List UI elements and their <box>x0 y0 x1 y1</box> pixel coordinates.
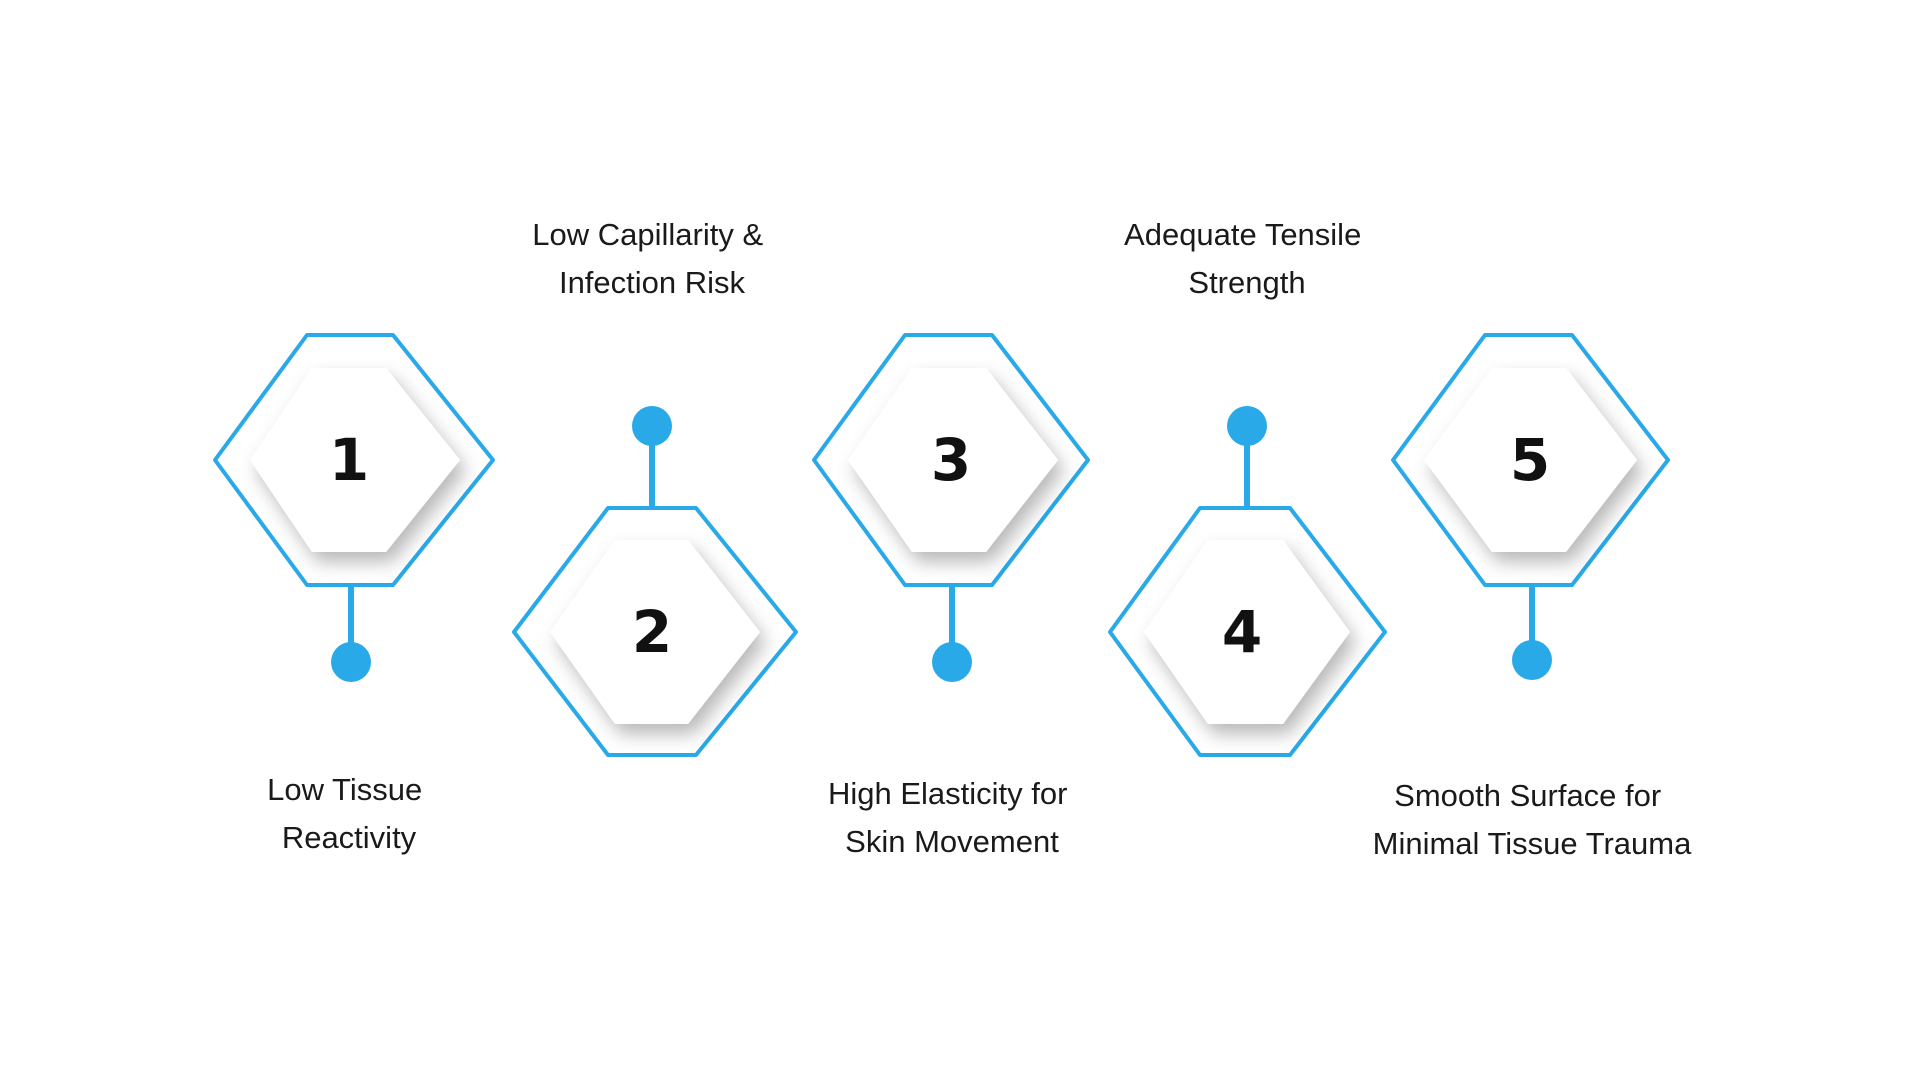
step-1-label-line-1: Low Tissue <box>267 772 422 807</box>
step-4-label: Adequate Tensile Strength <box>1124 217 1370 300</box>
step-5-label-line-2: Minimal Tissue Trauma <box>1373 826 1692 861</box>
step-4-hex-inner <box>1144 540 1350 724</box>
step-5: 5 Smooth Surface for Minimal Tissue Trau… <box>1373 333 1692 861</box>
step-1-hex-inner <box>250 368 460 552</box>
step-5-dot <box>1512 640 1552 680</box>
step-4-dot <box>1227 406 1267 446</box>
step-4: 4 Adequate Tensile Strength <box>1108 217 1387 757</box>
step-3-hex-inner <box>848 368 1058 552</box>
step-1-label: Low Tissue Reactivity <box>267 772 431 855</box>
step-3-label: High Elasticity for Skin Movement <box>828 776 1076 859</box>
step-2-label: Low Capillarity & Infection Risk <box>532 217 772 300</box>
step-4-number: 4 <box>1222 598 1262 666</box>
step-4-label-line-1: Adequate Tensile <box>1124 217 1361 252</box>
step-1: 1 Low Tissue Reactivity <box>213 333 495 855</box>
step-2-hex-inner <box>550 540 760 724</box>
step-1-number: 1 <box>329 426 369 494</box>
step-1-dot <box>331 642 371 682</box>
step-3-label-line-1: High Elasticity for <box>828 776 1067 811</box>
step-5-hex-inner <box>1424 368 1637 552</box>
step-2-dot <box>632 406 672 446</box>
step-2: 2 Low Capillarity & Infection Risk <box>512 217 798 757</box>
step-3-dot <box>932 642 972 682</box>
step-2-number: 2 <box>632 598 672 666</box>
step-4-label-line-2: Strength <box>1188 265 1305 300</box>
step-2-label-line-2: Infection Risk <box>559 265 746 300</box>
step-5-label: Smooth Surface for Minimal Tissue Trauma <box>1373 778 1692 861</box>
step-1-label-line-2: Reactivity <box>282 820 417 855</box>
step-5-label-line-1: Smooth Surface for <box>1394 778 1661 813</box>
step-5-number: 5 <box>1510 426 1550 494</box>
step-2-label-line-1: Low Capillarity & <box>532 217 763 252</box>
step-3-label-line-2: Skin Movement <box>845 824 1059 859</box>
step-3: 3 High Elasticity for Skin Movement <box>812 333 1090 859</box>
step-3-number: 3 <box>931 426 971 494</box>
